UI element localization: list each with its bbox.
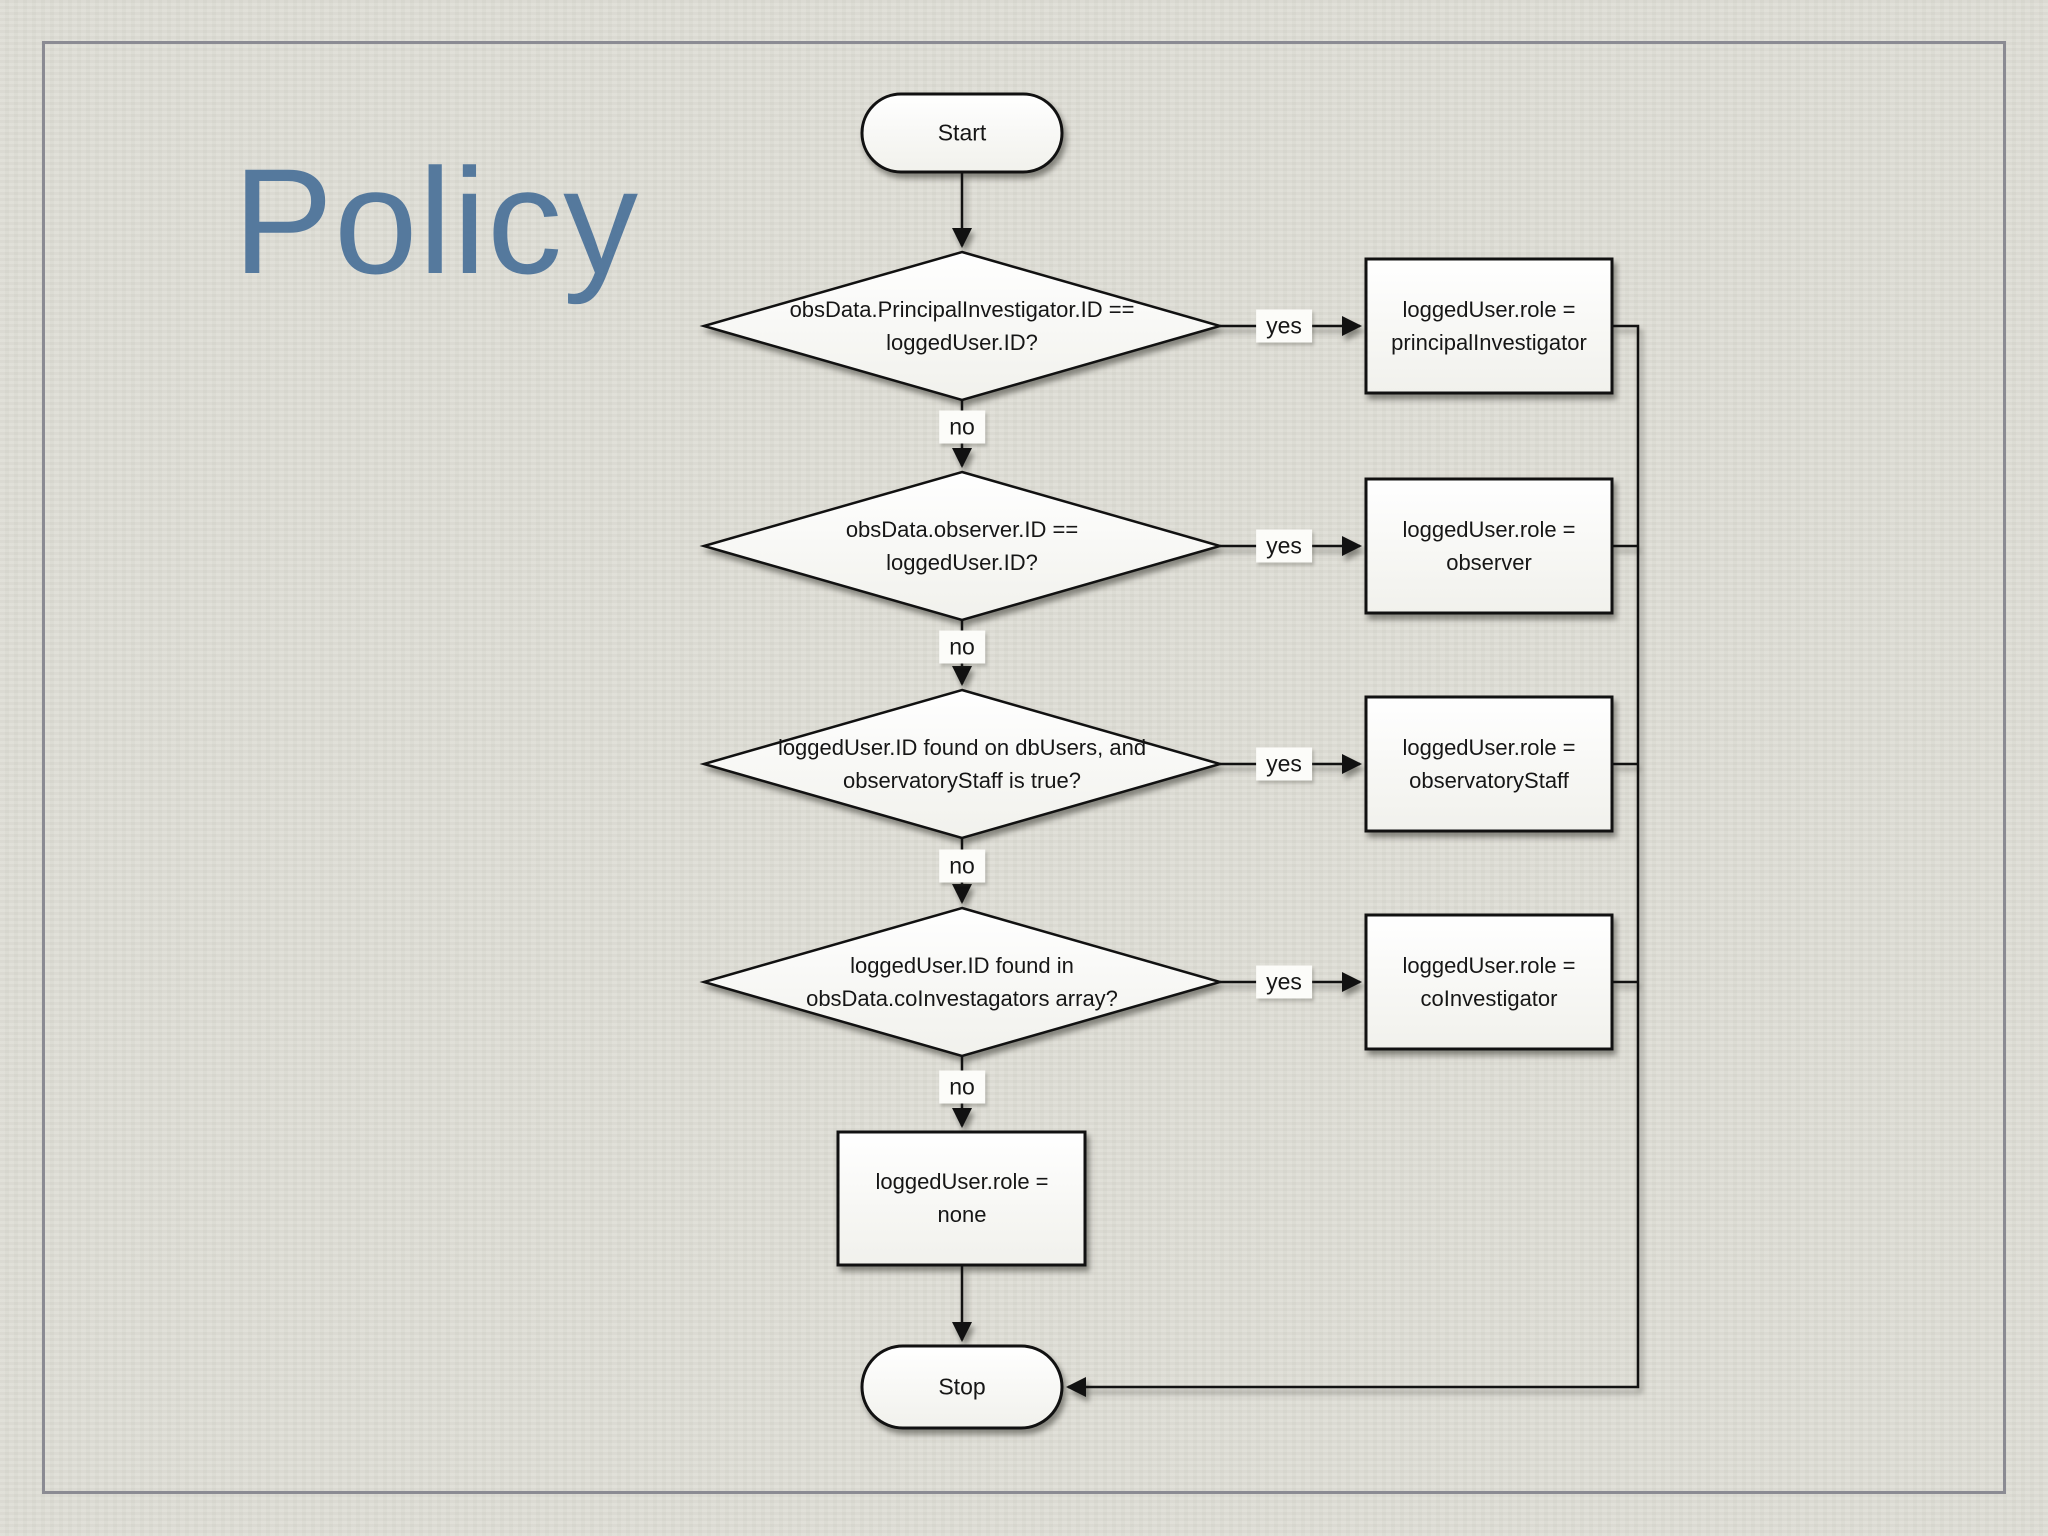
stop-node-label: Stop — [938, 1373, 986, 1400]
result-1-line2: principalInvestigator — [1391, 330, 1587, 355]
result-2-line1: loggedUser.role = — [1402, 517, 1576, 542]
yes-label-4: yes — [1256, 965, 1312, 999]
no-label-2: no — [939, 630, 985, 664]
result-1-label: loggedUser.role = principalInvestigator — [1391, 293, 1587, 359]
no-label-4: no — [939, 1070, 985, 1104]
fallback-node-shape — [836, 1130, 1087, 1267]
result-4-label: loggedUser.role = coInvestigator — [1402, 949, 1575, 1015]
yes-label-3: yes — [1256, 747, 1312, 781]
result-3-label: loggedUser.role = observatoryStaff — [1402, 731, 1575, 797]
decision-1-label: obsData.PrincipalInvestigator.ID == logg… — [790, 293, 1135, 359]
result-4-line2: coInvestigator — [1420, 986, 1558, 1011]
result-2-line2: observer — [1446, 550, 1532, 575]
decision-3-line2: observatoryStaff is true? — [842, 768, 1082, 793]
decision-4-line2: obsData.coInvestagators array? — [806, 986, 1118, 1011]
start-node-shape — [860, 92, 1064, 174]
result-1-line1: loggedUser.role = — [1402, 297, 1576, 322]
result-2-label: loggedUser.role = observer — [1402, 513, 1575, 579]
decision-2-line1: obsData.observer.ID == — [845, 517, 1079, 542]
decision-2-line2: loggedUser.ID? — [886, 550, 1038, 575]
decision-2-label: obsData.observer.ID == loggedUser.ID? — [846, 513, 1078, 579]
decision-3-shape — [699, 688, 1225, 840]
result-3-line1: loggedUser.role = — [1402, 735, 1576, 760]
fallback-node-label: loggedUser.role = none — [875, 1165, 1048, 1231]
fallback-line2: none — [937, 1202, 987, 1227]
slide-frame-border — [42, 41, 2006, 1494]
decision-4-shape — [699, 906, 1225, 1058]
result-3-shape — [1364, 695, 1614, 833]
result-3-line2: observatoryStaff — [1409, 768, 1569, 793]
no-label-1: no — [939, 410, 985, 444]
decision-3-line1: loggedUser.ID found on dbUsers, and — [777, 735, 1147, 760]
yes-label-2: yes — [1256, 529, 1312, 563]
stop-node-shape — [860, 1344, 1064, 1430]
decision-4-label: loggedUser.ID found in obsData.coInvesta… — [806, 949, 1118, 1015]
decision-1-line2: loggedUser.ID? — [886, 330, 1038, 355]
result-4-line1: loggedUser.role = — [1402, 953, 1576, 978]
result-2-shape — [1364, 477, 1614, 615]
fallback-line1: loggedUser.role = — [875, 1169, 1049, 1194]
decision-1-line1: obsData.PrincipalInvestigator.ID == — [789, 297, 1135, 322]
yes-label-1: yes — [1256, 309, 1312, 343]
decision-3-label: loggedUser.ID found on dbUsers, and obse… — [778, 731, 1146, 797]
no-label-3: no — [939, 849, 985, 883]
result-1-shape — [1364, 257, 1614, 395]
decision-1-shape — [699, 250, 1225, 402]
result-4-shape — [1364, 913, 1614, 1051]
slide-title: Policy — [233, 137, 640, 305]
start-node-label: Start — [937, 119, 987, 146]
edge-results-to-stop — [1066, 324, 1640, 1397]
decision-4-line1: loggedUser.ID found in — [850, 953, 1074, 978]
decision-2-shape — [699, 470, 1225, 622]
